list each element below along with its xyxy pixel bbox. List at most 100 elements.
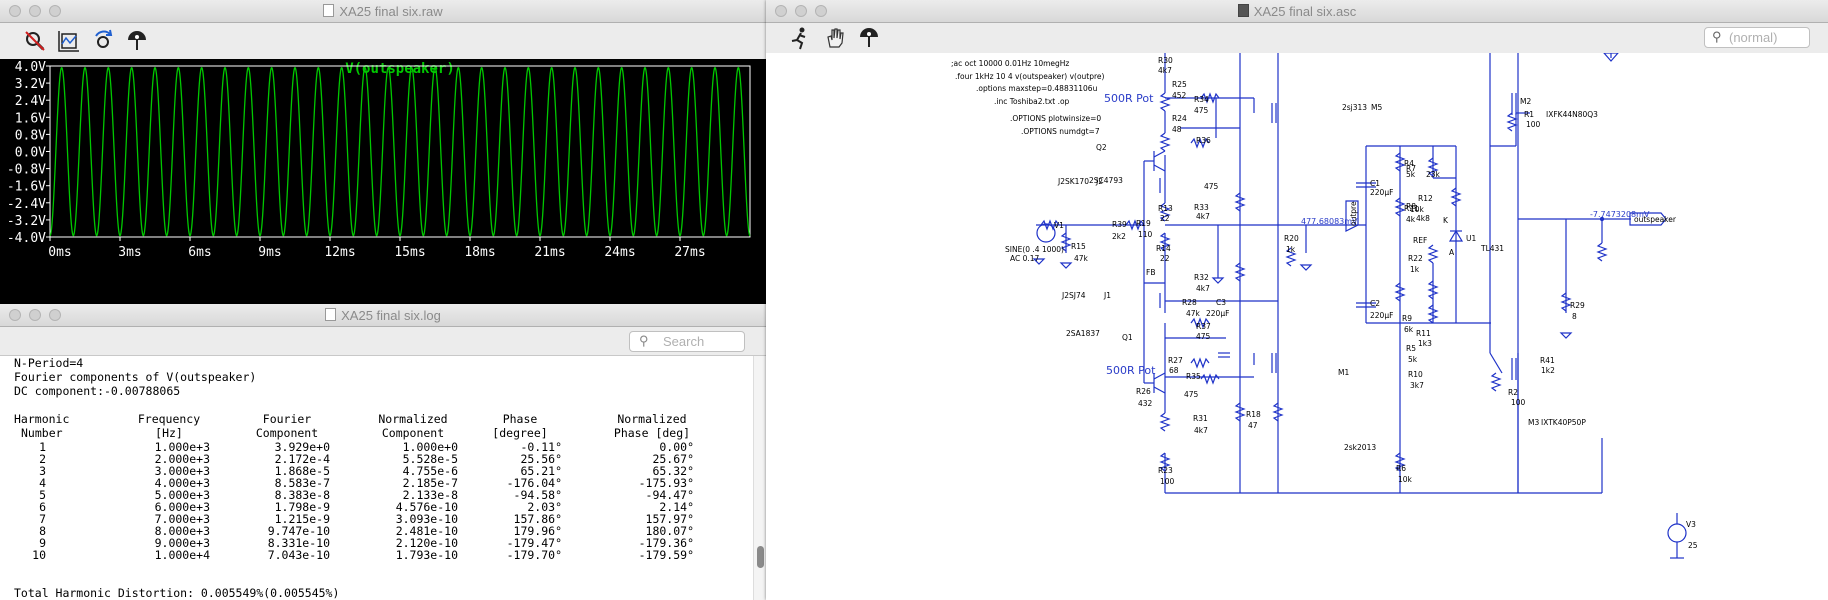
component-ref[interactable]: 2sj313 xyxy=(1342,103,1367,112)
component-value[interactable]: 3k7 xyxy=(1410,381,1424,390)
source-v1-name[interactable]: V1 xyxy=(1054,221,1064,230)
net-label-outpre[interactable]: outpre xyxy=(1349,201,1358,226)
zoom-button[interactable] xyxy=(49,309,61,321)
component-ref[interactable]: R5 xyxy=(1406,344,1416,353)
spice-directive[interactable]: .OPTIONS plotwinsize=0 xyxy=(1010,114,1101,123)
component-ref[interactable]: R23 xyxy=(1158,466,1173,475)
minimize-button[interactable] xyxy=(29,309,41,321)
spice-directive[interactable]: .inc Toshiba2.txt .op xyxy=(994,97,1070,106)
trace-line[interactable] xyxy=(49,66,751,237)
zoom-cancel-icon[interactable] xyxy=(22,28,48,54)
component-ref[interactable]: R2 xyxy=(1508,388,1518,397)
component-ref[interactable]: R7 xyxy=(1406,164,1416,173)
component-ref[interactable]: R34 xyxy=(1194,95,1209,104)
component-value[interactable]: 23k xyxy=(1426,170,1441,179)
component-value[interactable]: 220µF xyxy=(1370,188,1393,197)
component-ref[interactable]: Q2 xyxy=(1096,143,1107,152)
component-ref[interactable]: R32 xyxy=(1194,273,1209,282)
component-ref[interactable]: R28 xyxy=(1182,298,1197,307)
zoom-button[interactable] xyxy=(49,5,61,17)
component-ref[interactable]: C3 xyxy=(1216,298,1226,307)
halt-icon[interactable] xyxy=(822,25,848,51)
net-label-outspeaker[interactable]: outspeaker xyxy=(1634,215,1677,224)
component-value[interactable]: J2 xyxy=(1095,177,1103,186)
component-ref[interactable]: R27 xyxy=(1168,356,1183,365)
component-value[interactable]: 100 xyxy=(1511,398,1526,407)
component-value[interactable]: 48 xyxy=(1172,125,1182,134)
component-value[interactable]: 1k3 xyxy=(1418,339,1432,348)
component-ref[interactable]: R15 xyxy=(1071,242,1086,251)
component-value[interactable]: 10k xyxy=(1398,475,1413,484)
component-value[interactable]: 220µF xyxy=(1370,311,1393,320)
component-ref[interactable]: R22 xyxy=(1408,254,1423,263)
search-field[interactable]: ⚲ Search xyxy=(629,331,745,352)
component-value[interactable]: 8 xyxy=(1572,312,1577,321)
spice-directive[interactable]: .OPTIONS numdgt=7 xyxy=(1021,127,1100,136)
component-ref[interactable]: R8 xyxy=(1406,202,1416,211)
spice-directive[interactable]: .options maxstep=0.48831106u xyxy=(976,84,1098,93)
component-value[interactable]: 47k xyxy=(1186,309,1201,318)
schematic-canvas[interactable]: ;ac oct 10000 0.01Hz 10megHz .four 1kHz … xyxy=(766,52,1828,600)
component-ref[interactable]: R37 xyxy=(1196,322,1211,331)
component-value[interactable]: 4k7 xyxy=(1158,66,1172,75)
component-ref[interactable]: R1 xyxy=(1524,110,1534,119)
component-value[interactable]: 475 xyxy=(1184,390,1199,399)
component-ref[interactable]: R33 xyxy=(1194,203,1209,212)
component-ref[interactable]: R41 xyxy=(1540,356,1555,365)
node-voltage[interactable]: 477.68083mV xyxy=(1301,217,1358,226)
close-button[interactable] xyxy=(9,309,21,321)
log-titlebar[interactable]: XA25 final six.log xyxy=(0,304,766,327)
component-ref[interactable]: R39 xyxy=(1112,220,1127,229)
component-value[interactable]: 110 xyxy=(1138,230,1153,239)
component-value[interactable]: 220µF xyxy=(1206,309,1229,318)
component-ref[interactable]: R21 xyxy=(1404,204,1419,213)
component-ref[interactable]: J2SK170 xyxy=(1057,177,1089,186)
component-value[interactable]: 47k xyxy=(1074,254,1089,263)
minimize-button[interactable] xyxy=(795,5,807,17)
source-v1-text[interactable]: SINE(0 .4 1000) xyxy=(1005,245,1064,254)
source-v3-name[interactable]: V3 xyxy=(1686,520,1696,529)
component-ref[interactable]: J2SJ74 xyxy=(1061,291,1086,300)
component-value[interactable]: 6k xyxy=(1404,325,1414,334)
component-value[interactable]: 2sk2013 xyxy=(1344,443,1376,452)
component-value[interactable]: 4k8 xyxy=(1416,214,1430,223)
u1-pin-label[interactable]: K xyxy=(1443,216,1449,225)
schematic-titlebar[interactable]: XA25 final six.asc xyxy=(766,0,1828,23)
component-ref[interactable]: R24 xyxy=(1172,114,1187,123)
component-value[interactable]: 100 xyxy=(1160,477,1175,486)
component-ref[interactable]: R12 xyxy=(1418,194,1433,203)
component-ref[interactable]: R26 xyxy=(1136,387,1151,396)
component-value[interactable]: 10k xyxy=(1410,205,1425,214)
undo-zoom-icon[interactable] xyxy=(90,28,116,54)
component-value[interactable]: IXTK40P50P xyxy=(1541,418,1586,427)
component-value[interactable]: M5 xyxy=(1371,103,1382,112)
component-ref[interactable]: M2 xyxy=(1520,97,1531,106)
component-ref[interactable]: R25 xyxy=(1172,80,1187,89)
component-ref[interactable]: M1 xyxy=(1338,368,1349,377)
component-value[interactable]: 1k2 xyxy=(1541,366,1555,375)
spice-directive[interactable]: ;ac oct 10000 0.01Hz 10megHz xyxy=(951,59,1069,68)
component-value[interactable]: 4k7 xyxy=(1194,426,1208,435)
component-value[interactable]: 475 xyxy=(1194,106,1209,115)
component-value[interactable]: J1 xyxy=(1103,291,1111,300)
component-value[interactable]: 475 xyxy=(1196,332,1211,341)
component-value[interactable]: 4k7 xyxy=(1196,212,1210,221)
schematic-drawing[interactable]: ;ac oct 10000 0.01Hz 10megHz .four 1kHz … xyxy=(766,52,1828,600)
component-ref[interactable]: R36 xyxy=(1196,136,1211,145)
close-button[interactable] xyxy=(775,5,787,17)
close-button[interactable] xyxy=(9,5,21,17)
spice-directive[interactable]: .four 1kHz 10 4 v(outspeaker) v(outpre) xyxy=(955,72,1105,81)
waveform-titlebar[interactable]: XA25 final six.raw xyxy=(0,0,766,23)
component-value[interactable]: 2SC4793 xyxy=(1089,176,1123,185)
component-value[interactable]: 1k xyxy=(1410,265,1420,274)
component-ref[interactable]: M3 xyxy=(1528,418,1539,427)
minimize-button[interactable] xyxy=(29,5,41,17)
source-v1-text[interactable]: AC 0.17 xyxy=(1010,254,1040,263)
component-ref[interactable]: C1 xyxy=(1370,179,1380,188)
component-value[interactable]: 2k2 xyxy=(1112,232,1126,241)
component-ref[interactable]: R30 xyxy=(1158,56,1173,65)
component-ref[interactable]: R19 xyxy=(1136,219,1151,228)
scrollbar-thumb[interactable] xyxy=(757,546,764,568)
trace-title[interactable]: V(outspeaker) xyxy=(345,61,455,77)
